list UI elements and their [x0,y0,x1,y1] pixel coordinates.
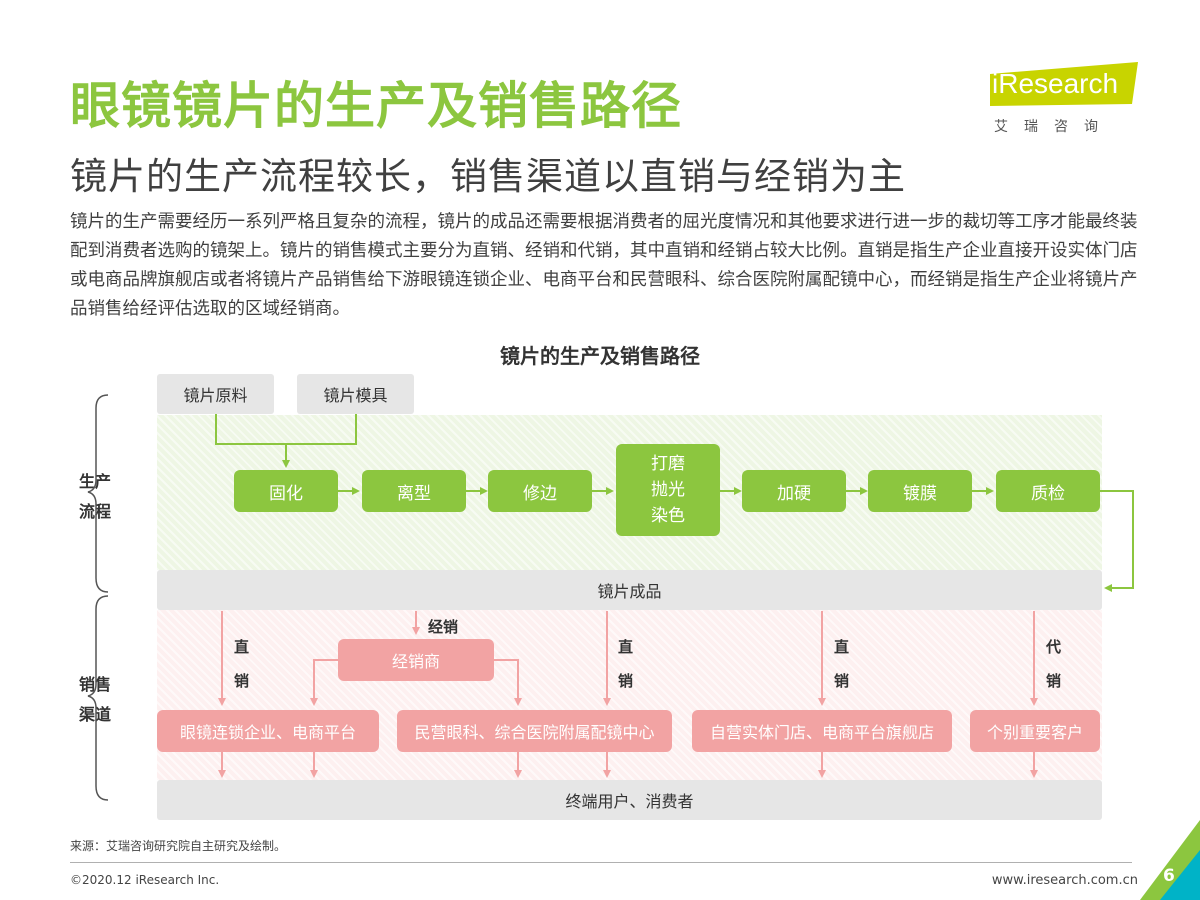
label-distribution: 经销 [428,618,459,636]
step-demolding: 离型 [362,470,466,512]
logo-subtitle: 艾瑞咨询 [994,119,1114,135]
copyright: ©2020.12 iResearch Inc. [70,873,220,887]
step-dyeing: 染色 [651,506,685,526]
page-subtitle: 镜片的生产流程较长，销售渠道以直销与经销为主 [70,155,906,198]
label-direct-1a: 直 [234,638,250,656]
website-link[interactable]: www.iresearch.com.cn [991,873,1138,888]
step-edging: 修边 [488,470,592,512]
channel-own-stores: 自营实体门店、电商平台旗舰店 [692,710,952,752]
step-curing: 固化 [234,470,338,512]
step-polishing: 抛光 [651,480,685,500]
page-title: 眼镜镜片的生产及销售路径 [70,77,682,135]
channel-clinic-hospital: 民营眼科、综合医院附属配镜中心 [397,710,672,752]
sales-label-bottom: 渠道 [78,705,111,724]
label-direct-3b: 销 [834,672,850,690]
material-mold: 镜片模具 [297,374,414,414]
label-direct-2b: 销 [618,672,634,690]
end-users-bar: 终端用户、消费者 [157,780,1102,820]
footer-divider [70,862,1132,863]
label-direct-1b: 销 [234,672,250,690]
material-raw: 镜片原料 [157,374,274,414]
step-grinding: 打磨 [651,454,685,474]
logo-wordmark: iResearch [992,68,1119,99]
step-polish-dye: 打磨 抛光 染色 [616,444,720,536]
step-coating: 镀膜 [868,470,972,512]
channel-chain-ecommerce: 眼镜连锁企业、电商平台 [157,710,379,752]
source-note: 来源：艾瑞咨询研究院自主研究及绘制。 [70,839,287,853]
step-inspection: 质检 [996,470,1100,512]
label-consign-a: 代 [1046,638,1062,656]
finished-product-bar: 镜片成品 [157,570,1102,610]
production-label: 生产 流程 [75,467,115,527]
page-number: 6 [1163,866,1175,886]
label-consign-b: 销 [1046,672,1062,690]
production-label-bottom: 流程 [78,502,111,521]
iresearch-logo [990,62,1138,106]
step-hardening: 加硬 [742,470,846,512]
label-direct-3a: 直 [834,638,850,656]
diagram-title: 镜片的生产及销售路径 [500,344,700,368]
page-corner-decoration [1140,820,1200,900]
distributor-box: 经销商 [338,639,494,681]
sales-label-top: 销售 [78,675,111,694]
label-direct-2a: 直 [618,638,634,656]
production-label-top: 生产 [78,472,111,491]
channel-key-clients: 个别重要客户 [970,710,1100,752]
sales-label: 销售 渠道 [75,670,115,730]
intro-paragraph: 镜片的生产需要经历一系列严格且复杂的流程，镜片的成品还需要根据消费者的屈光度情况… [70,212,1138,319]
